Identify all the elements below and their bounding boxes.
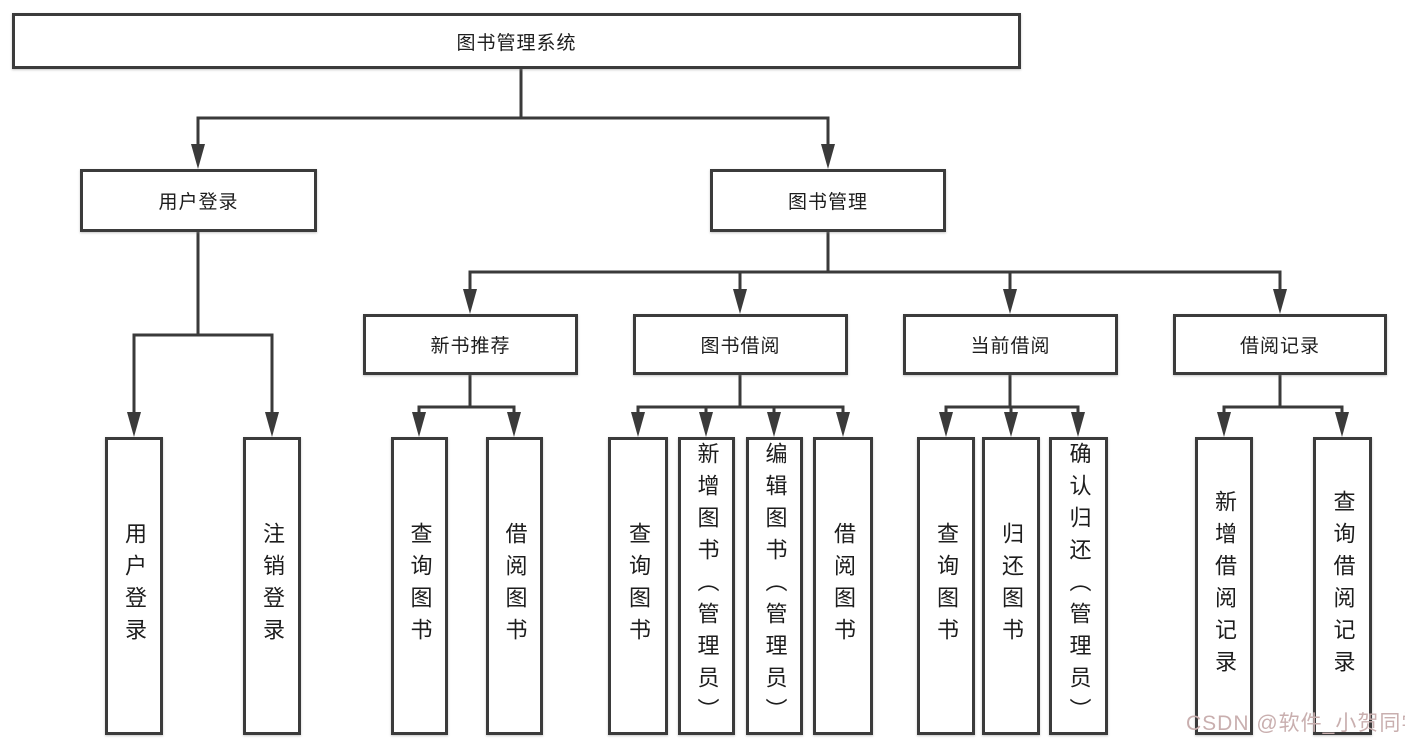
leaf-newbook-query-books-label: 查询图书 [407, 522, 433, 650]
arrowhead [1004, 412, 1018, 437]
leaf-bookborrow-query-books-label: 查询图书 [626, 522, 651, 650]
connector-borrow-records-children [1222, 375, 1344, 414]
leaf-currentborrow-query-books-label: 查询图书 [934, 522, 959, 650]
arrowhead [127, 412, 141, 437]
arrowhead [1071, 412, 1085, 437]
connector-root-to-level2 [196, 69, 830, 145]
node-root: 图书管理系统 [12, 13, 1021, 69]
node-new-book-recommend-label: 新书推荐 [430, 336, 511, 357]
node-current-borrow-label: 当前借阅 [970, 336, 1051, 357]
leaf-records-add-record: 新增借阅记录 [1195, 437, 1253, 735]
leaf-currentborrow-return-books: 归还图书 [982, 437, 1040, 735]
leaf-bookborrow-add-books-label: 新增图书（管理员） [694, 442, 720, 730]
leaf-newbook-borrow-books-label: 借阅图书 [502, 522, 528, 650]
leaf-newbook-query-books: 查询图书 [391, 437, 448, 735]
leaf-user-login-label: 用户登录 [122, 522, 147, 650]
leaf-bookborrow-edit-books-label: 编辑图书（管理员） [762, 442, 788, 730]
node-book-borrow: 图书借阅 [633, 314, 848, 375]
node-user-login-label: 用户登录 [158, 192, 239, 213]
arrowhead [767, 412, 781, 437]
leaf-currentborrow-return-books-label: 归还图书 [999, 522, 1024, 650]
leaf-currentborrow-confirm-return-label: 确认归还（管理员） [1066, 442, 1092, 730]
leaf-currentborrow-query-books: 查询图书 [917, 437, 975, 735]
connector-current-borrow-children [944, 375, 1080, 414]
node-current-borrow: 当前借阅 [903, 314, 1118, 375]
connector-book-borrow-children [636, 375, 845, 414]
leaf-bookborrow-borrow-books-label: 借阅图书 [831, 522, 856, 650]
connector-book-management-children [468, 232, 1282, 292]
node-book-borrow-label: 图书借阅 [700, 336, 781, 357]
arrowhead [507, 412, 521, 437]
node-borrow-records: 借阅记录 [1173, 314, 1387, 375]
arrowhead [821, 144, 835, 169]
arrowhead [733, 289, 747, 314]
arrowhead [836, 412, 850, 437]
arrowhead [631, 412, 645, 437]
leaf-records-add-record-label: 新增借阅记录 [1212, 490, 1237, 682]
node-root-label: 图书管理系统 [456, 32, 577, 54]
arrowhead [463, 289, 477, 314]
csdn-watermark: CSDN @软件_小贺同学 [1186, 712, 1405, 735]
connector-new-book-children [417, 375, 516, 414]
leaf-user-login: 用户登录 [105, 437, 163, 735]
arrowhead [265, 412, 279, 437]
node-borrow-records-label: 借阅记录 [1239, 336, 1320, 357]
arrowheads [127, 144, 1349, 437]
leaf-currentborrow-confirm-return: 确认归还（管理员） [1049, 437, 1108, 735]
leaf-logout: 注销登录 [243, 437, 301, 735]
arrowhead [191, 144, 205, 169]
arrowhead [1217, 412, 1231, 437]
arrowhead [412, 412, 426, 437]
leaf-bookborrow-add-books: 新增图书（管理员） [678, 437, 735, 735]
leaf-logout-label: 注销登录 [260, 522, 285, 650]
node-new-book-recommend: 新书推荐 [363, 314, 578, 375]
node-book-management: 图书管理 [710, 169, 946, 232]
arrowhead [1273, 289, 1287, 314]
arrowhead [939, 412, 953, 437]
leaf-records-query-record-label: 查询借阅记录 [1330, 490, 1356, 682]
leaf-records-query-record: 查询借阅记录 [1313, 437, 1372, 735]
arrowhead [1003, 289, 1017, 314]
node-user-login: 用户登录 [80, 169, 317, 232]
arrowhead [1335, 412, 1349, 437]
leaf-bookborrow-edit-books: 编辑图书（管理员） [746, 437, 803, 735]
leaf-newbook-borrow-books: 借阅图书 [486, 437, 543, 735]
node-book-management-label: 图书管理 [787, 192, 868, 213]
arrowhead [699, 412, 713, 437]
connector-user-login-children [132, 232, 274, 414]
leaf-bookborrow-query-books: 查询图书 [608, 437, 668, 735]
leaf-bookborrow-borrow-books: 借阅图书 [813, 437, 873, 735]
